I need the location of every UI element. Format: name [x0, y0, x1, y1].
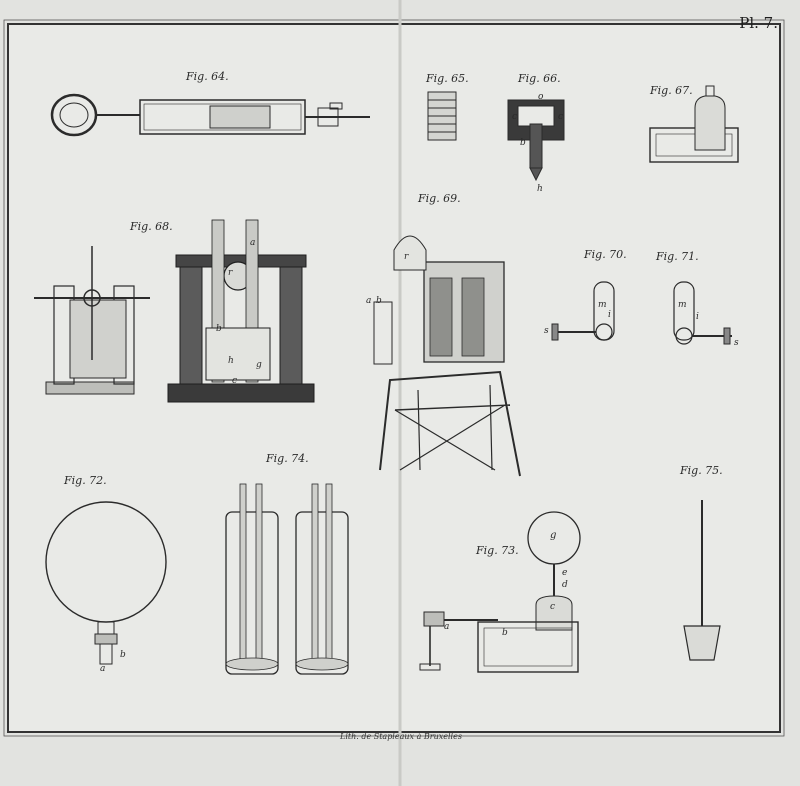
fig75-caption: Fig. 75. — [680, 464, 723, 477]
fig66-letter-h: h — [537, 184, 543, 194]
fig72-globe — [45, 501, 167, 665]
fig73-letter-e: e — [562, 568, 568, 578]
fig69-letter-b: b — [376, 296, 382, 306]
fig68-press-frame — [167, 219, 315, 403]
fig69-letter-a: a — [366, 296, 372, 306]
fig70-letter-m: m — [598, 300, 607, 310]
fig67-bell-jar — [649, 85, 739, 163]
fig64-syringe — [50, 93, 370, 137]
fig73-letter-c: c — [550, 602, 556, 612]
fig72-letter-b: b — [120, 650, 126, 660]
fig66-letter-c2: c — [558, 112, 564, 122]
fig68-letter-b: b — [216, 324, 222, 334]
fig74-caption: Fig. 74. — [266, 452, 309, 465]
fig68-letter-h: h — [228, 356, 234, 366]
fig68-caption: Fig. 68. — [130, 220, 173, 233]
plate-number: Pl. 7. — [739, 14, 778, 32]
fig68-letter-c: c — [232, 376, 238, 386]
fig70-contact-device — [551, 281, 615, 341]
fig71-letter-s: s — [734, 338, 739, 348]
fig68-letter-a: a — [250, 238, 256, 248]
fig70-letter-s: s — [544, 326, 549, 336]
fig66-letter-c1: c — [512, 112, 518, 122]
fig75-tube-and-cup — [683, 500, 721, 661]
fig71-contact-device — [673, 281, 732, 345]
fig70-caption: Fig. 70. — [584, 248, 627, 261]
fig65-caption: Fig. 65. — [426, 72, 469, 85]
fig73-letter-b: b — [502, 628, 508, 638]
fig73-letter-a: a — [444, 622, 450, 632]
fig66-caption: Fig. 66. — [518, 72, 561, 85]
fig64-caption: Fig. 64. — [186, 70, 229, 83]
fig65-plates — [427, 91, 457, 141]
fig68-letter-r: r — [228, 268, 233, 278]
fig66-letter-b: b — [520, 138, 526, 148]
fig73-letter-d: d — [562, 580, 568, 590]
fig69-caption: Fig. 69. — [418, 192, 461, 205]
lithographer-credit: Lith. de Stapleaux à Bruxelles — [340, 732, 462, 741]
fig73-sphere-and-bath — [419, 511, 581, 673]
fig70-letter-i: i — [608, 310, 611, 320]
fig72-caption: Fig. 72. — [64, 474, 107, 487]
fig71-letter-m: m — [678, 300, 687, 310]
fig71-caption: Fig. 71. — [656, 250, 699, 263]
fig74-jars — [225, 483, 349, 675]
fig68-compression-machine — [34, 246, 150, 395]
fig69-letter-r: r — [404, 252, 409, 262]
fig69-press-on-stand — [373, 235, 521, 477]
fig66-valve — [507, 99, 565, 182]
fig73-letter-g: g — [550, 530, 557, 541]
fig73-caption: Fig. 73. — [476, 544, 519, 557]
fig72-letter-a: a — [100, 664, 106, 674]
fig68-letter-g: g — [256, 360, 262, 370]
fig66-letter-o: o — [538, 92, 544, 102]
fig67-caption: Fig. 67. — [650, 84, 693, 97]
fig71-letter-i: i — [696, 312, 699, 322]
